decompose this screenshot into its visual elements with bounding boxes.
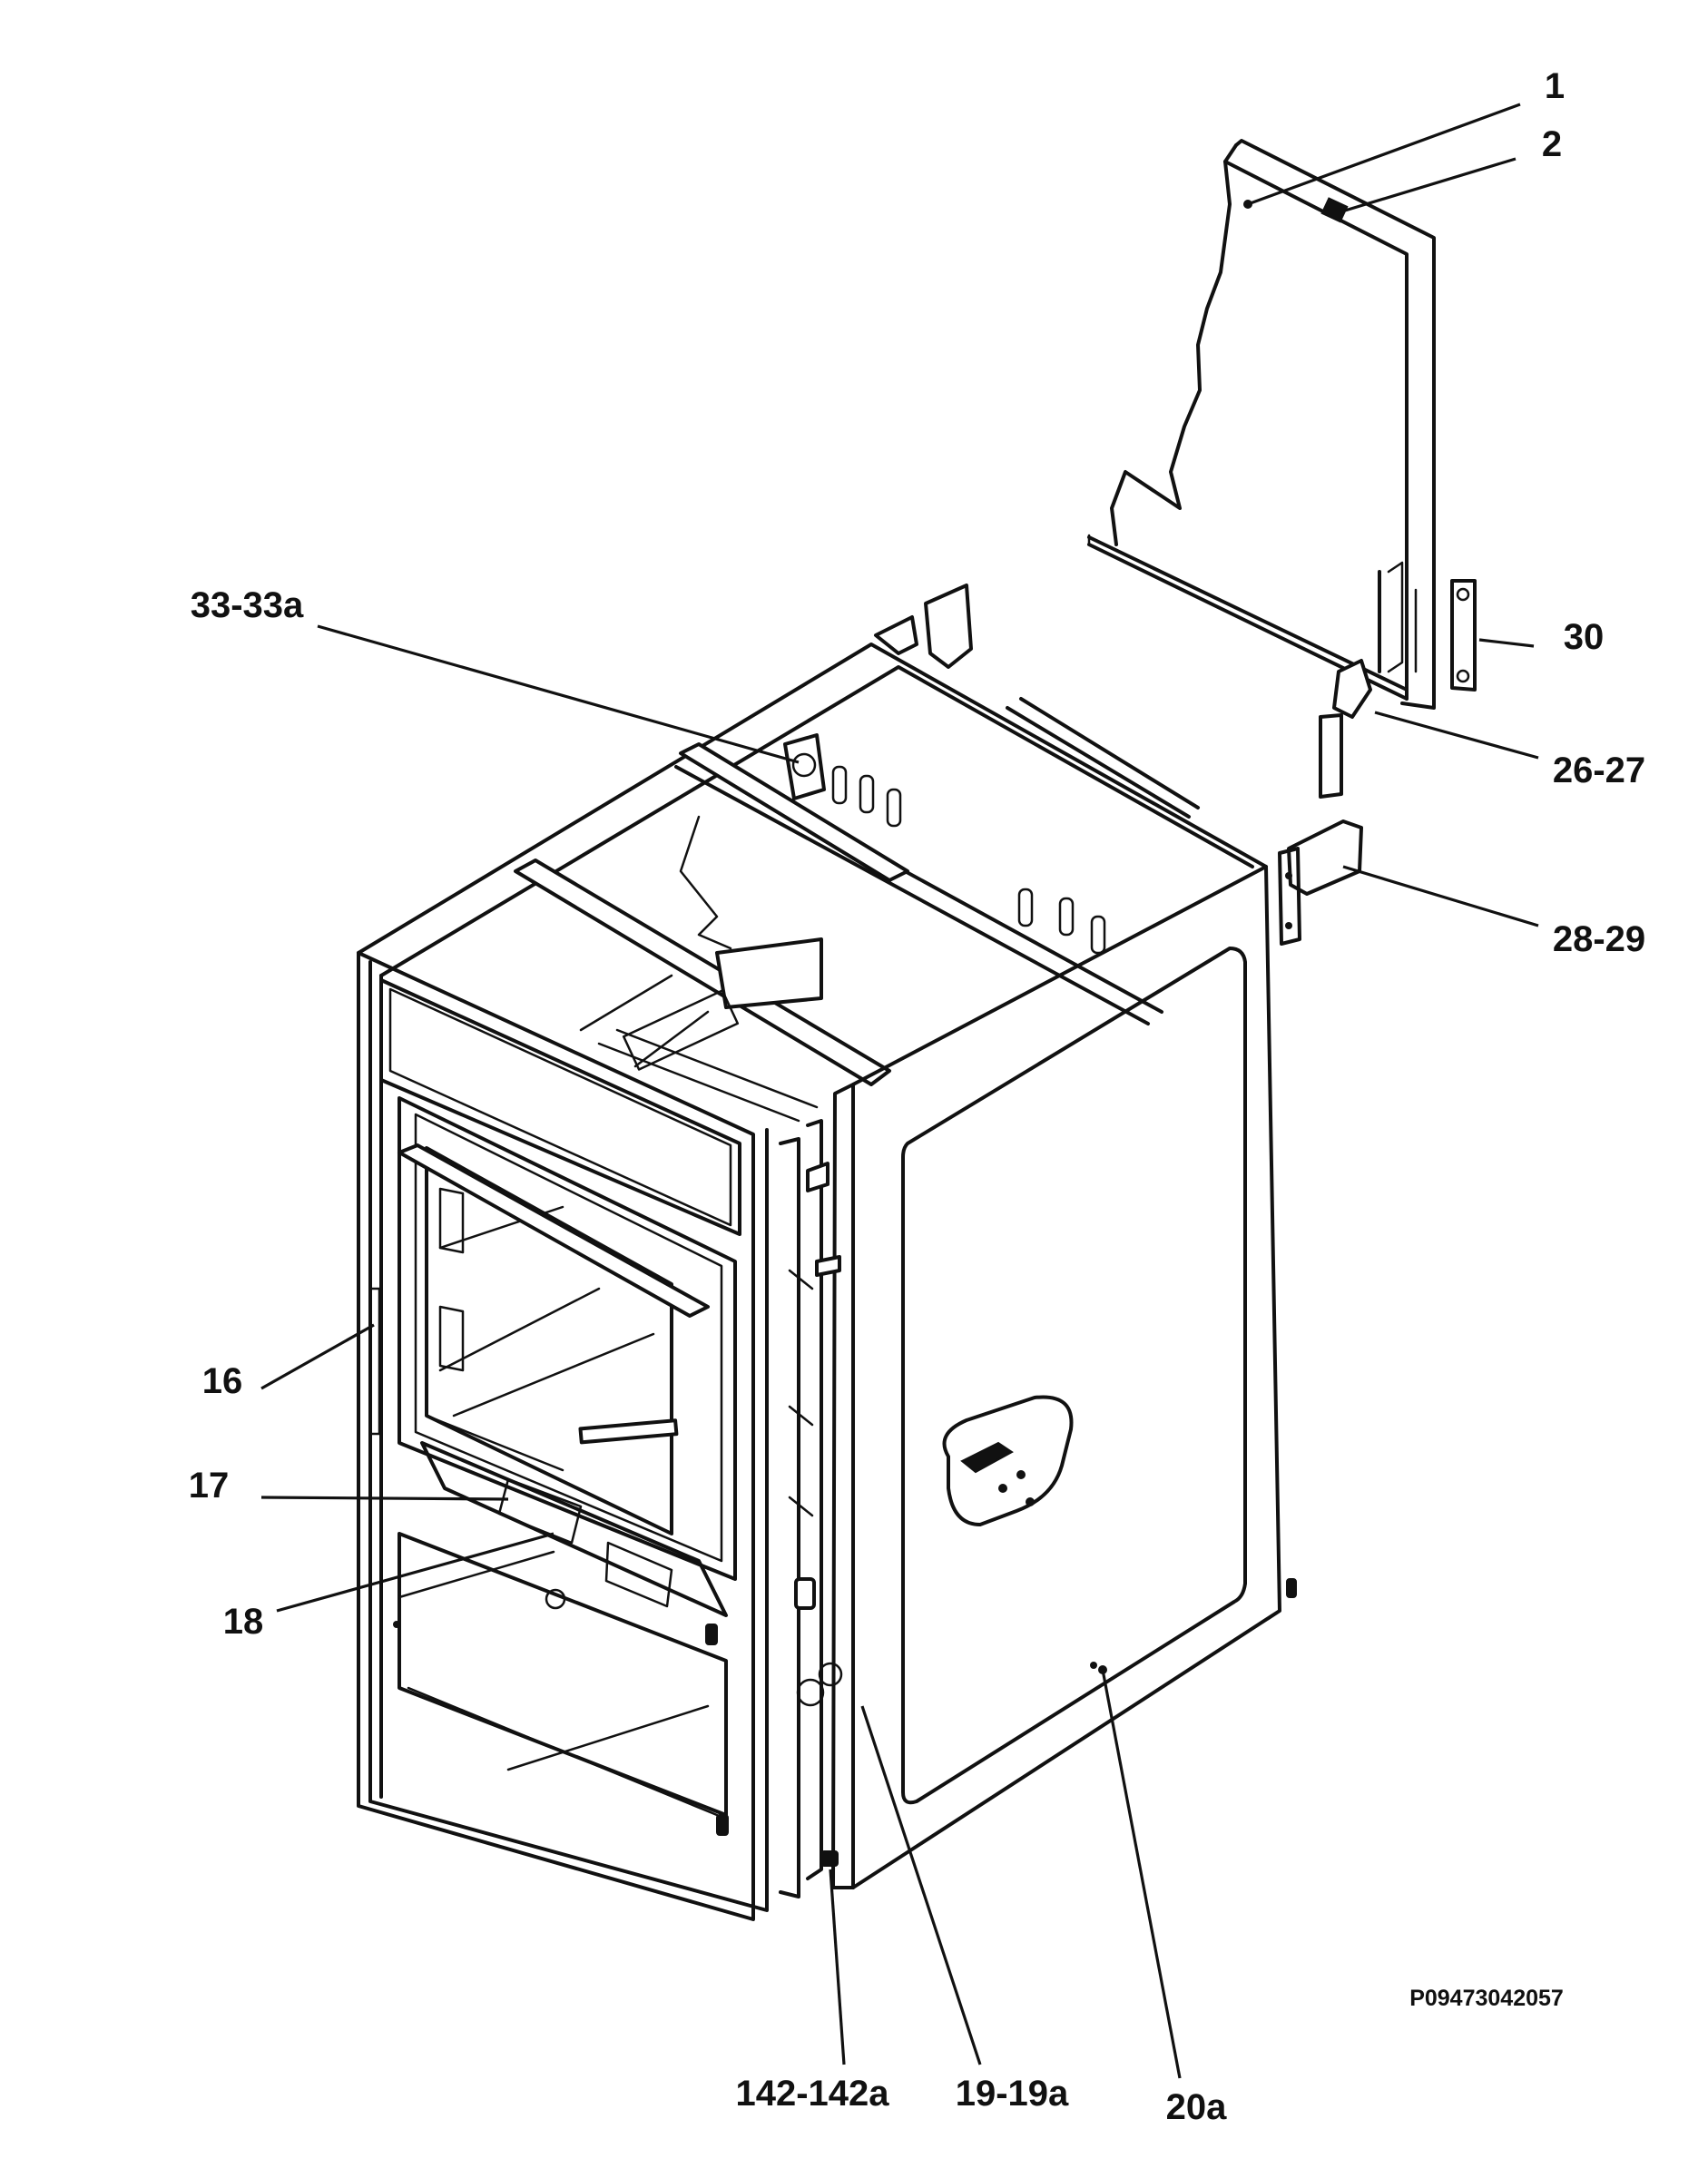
callout-labels: 1 2 30 26-27 28-29 33-33a 16 17 18 142-1… — [189, 66, 1645, 2127]
callout-30: 30 — [1564, 617, 1605, 657]
vent-slots — [831, 765, 1106, 955]
drawing-code: P09473042057 — [1409, 1986, 1564, 2011]
callout-17: 17 — [189, 1466, 230, 1506]
callout-2: 2 — [1542, 124, 1562, 164]
callout-142-142a: 142-142a — [735, 2074, 889, 2114]
callout-28-29: 28-29 — [1553, 919, 1645, 959]
callout-16: 16 — [202, 1361, 243, 1401]
callout-33-33a: 33-33a — [191, 585, 304, 625]
side-panel — [779, 865, 1297, 1898]
callout-1: 1 — [1545, 66, 1565, 106]
callout-18: 18 — [223, 1602, 264, 1642]
hinge-assembly — [1278, 659, 1372, 946]
thermostat-housing — [783, 733, 826, 800]
callout-26-27: 26-27 — [1553, 751, 1645, 790]
callout-20a: 20a — [1166, 2087, 1227, 2127]
cabinet-top — [357, 584, 1268, 1123]
leader-lines — [260, 103, 1539, 2079]
callout-19-19a: 19-19a — [956, 2074, 1069, 2114]
clip-part-2 — [1320, 197, 1349, 223]
back-panel — [1087, 139, 1477, 710]
front-frame — [357, 951, 769, 1921]
